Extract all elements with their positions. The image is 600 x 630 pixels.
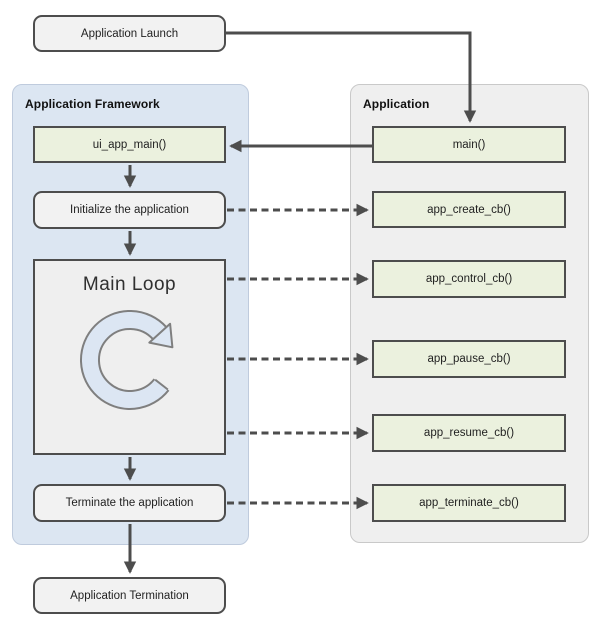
main-loop-box: Main Loop (33, 259, 226, 455)
callback-box-app-resume: app_resume_cb() (372, 414, 566, 452)
callback-box-app-terminate: app_terminate_cb() (372, 484, 566, 522)
callback-box-app-control: app_control_cb() (372, 260, 566, 298)
application-title: Application (363, 97, 430, 111)
ui-app-main-box: ui_app_main() (33, 126, 226, 163)
main-box: main() (372, 126, 566, 163)
initialize-box: Initialize the application (33, 191, 226, 229)
callback-box-app-create: app_create_cb() (372, 191, 566, 228)
callback-box-app-pause: app_pause_cb() (372, 340, 566, 378)
loop-icon (70, 300, 190, 423)
framework-title: Application Framework (25, 97, 160, 111)
application-termination-box: Application Termination (33, 577, 226, 614)
terminate-box: Terminate the application (33, 484, 226, 522)
application-launch-box: Application Launch (33, 15, 226, 52)
main-loop-label: Main Loop (82, 274, 177, 295)
